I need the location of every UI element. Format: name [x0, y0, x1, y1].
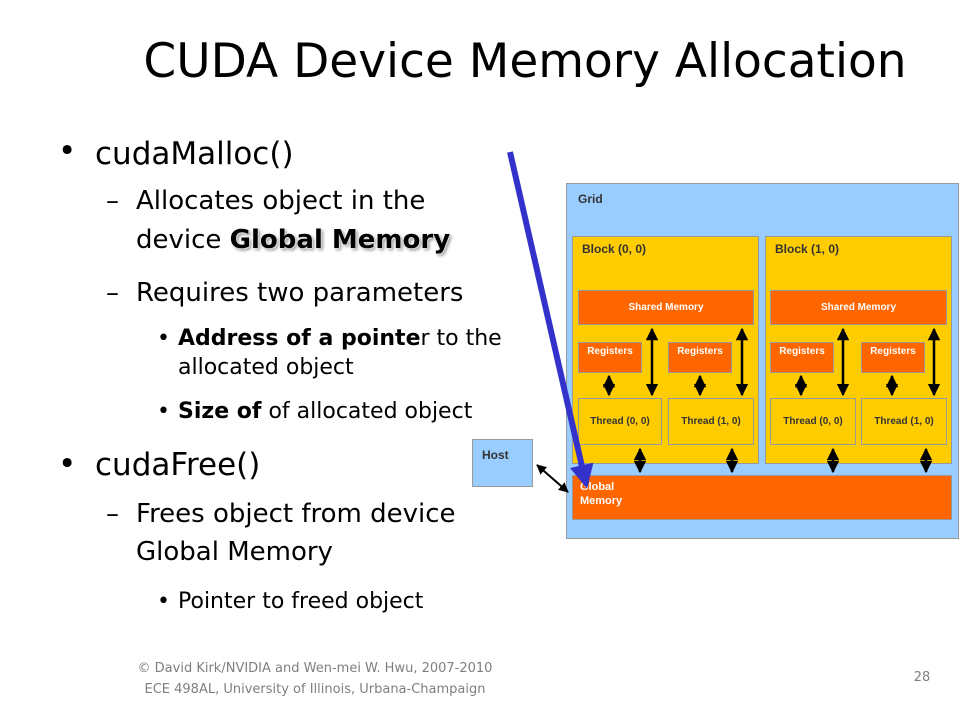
dash-marker: –: [106, 278, 119, 308]
global-memory-line2: Memory: [580, 495, 623, 507]
bullet-frees-line2: Global Memory: [136, 537, 333, 567]
bullet-marker: •: [58, 133, 77, 169]
highlight-arrow: [507, 151, 594, 489]
registers-1-0: Registers: [770, 342, 834, 373]
bullet-address-line2: allocated object: [178, 355, 354, 380]
footer-copyright: © David Kirk/NVIDIA and Wen-mei W. Hwu, …: [137, 661, 493, 676]
allocates-prefix: device: [136, 225, 230, 255]
bullet-marker: •: [157, 326, 170, 351]
arrow-host-global: [536, 464, 569, 493]
registers-1-1: Registers: [861, 342, 925, 373]
dash-marker: –: [106, 186, 119, 216]
thread-0-1: Thread (1, 0): [668, 398, 754, 445]
dash-marker: –: [106, 499, 119, 529]
bullet-marker: •: [157, 399, 170, 424]
bullet-cudafree: cudaFree(): [95, 447, 261, 483]
bullet-frees: Frees object from device: [136, 499, 456, 529]
shared-memory-1: Shared Memory: [770, 290, 947, 325]
bullet-allocates-line2: device Global Memory: [136, 225, 450, 256]
global-memory-box: [572, 475, 952, 520]
bullet-cudamalloc: cudaMalloc(): [95, 136, 294, 172]
page-number: 28: [913, 670, 931, 685]
host-box: [472, 439, 533, 487]
size-rest: of allocated object: [261, 399, 473, 424]
thread-0-0: Thread (0, 0): [578, 398, 662, 445]
size-bold: Size of: [178, 399, 262, 424]
shared-memory-0: Shared Memory: [578, 290, 754, 325]
slide-footer: © David Kirk/NVIDIA and Wen-mei W. Hwu, …: [90, 658, 540, 700]
host-label: Host: [482, 448, 509, 462]
grid-label: Grid: [578, 192, 603, 206]
thread-1-0: Thread (0, 0): [770, 398, 856, 445]
slide-title: CUDA Device Memory Allocation: [143, 34, 907, 89]
bullet-requires: Requires two parameters: [136, 278, 464, 308]
registers-0-0: Registers: [578, 342, 642, 373]
bullet-marker: •: [58, 446, 77, 482]
bullet-address: Address of a pointer to the: [178, 325, 502, 352]
thread-1-1: Thread (1, 0): [861, 398, 947, 445]
address-rest: r to the: [420, 326, 502, 351]
bullet-allocates: Allocates object in the: [136, 186, 426, 216]
block-0-label: Block (0, 0): [582, 242, 647, 256]
bullet-marker: •: [157, 589, 170, 614]
address-bold: Address of a pointe: [178, 326, 421, 351]
block-1-label: Block (1, 0): [775, 242, 840, 256]
bullet-pointer: Pointer to freed object: [178, 589, 424, 614]
global-memory-highlight: Global Memory: [229, 225, 451, 255]
registers-0-1: Registers: [668, 342, 732, 373]
footer-course: ECE 498AL, University of Illinois, Urban…: [144, 682, 486, 697]
bullet-size: Size of of allocated object: [178, 398, 472, 425]
